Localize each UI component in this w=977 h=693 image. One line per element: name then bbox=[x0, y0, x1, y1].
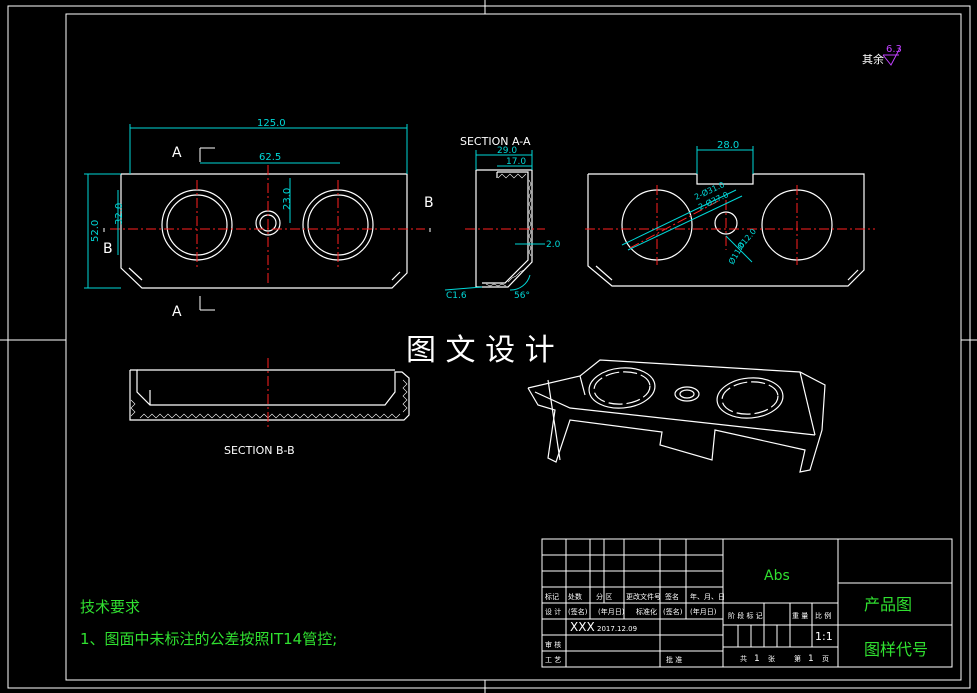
tb-scale-header: 比 例 bbox=[815, 611, 831, 620]
tb-page-unit: 页 bbox=[822, 655, 829, 663]
roughness-symbol: 其余 6.3 bbox=[862, 44, 902, 66]
tb-review: 审 核 bbox=[545, 640, 561, 649]
tb-product: 产品图 bbox=[864, 595, 912, 614]
tb-drawing-code: 图样代号 bbox=[864, 640, 928, 659]
tb-standard-date: (年月日) bbox=[690, 607, 717, 616]
tb-stage-header: 阶 段 标 记 bbox=[728, 611, 763, 620]
front-view: 125.0 62.5 52.0 32.0 23.0 A A B B bbox=[84, 118, 434, 320]
section-bb: SECTION B-B bbox=[129, 358, 410, 457]
roughness-label: 其余 bbox=[862, 52, 884, 66]
tb-hdr-count: 处数 bbox=[568, 592, 582, 601]
dim-front-inner: 32.0 bbox=[114, 203, 125, 225]
tb-sheet-no: 1 bbox=[808, 654, 814, 664]
tb-design-date: (年月日) bbox=[598, 607, 625, 616]
section-bb-title: SECTION B-B bbox=[224, 444, 295, 457]
notes-heading: 技术要求 bbox=[80, 598, 140, 616]
tb-weight-header: 重 量 bbox=[792, 612, 808, 620]
tb-standard-sign: (签名) bbox=[663, 607, 683, 616]
dim-aa-top1: 29.0 bbox=[497, 146, 517, 156]
label-b-left: B bbox=[103, 241, 113, 257]
section-aa: SECTION A-A 29.0 17.0 2.0 C1.6 56° bbox=[444, 135, 561, 301]
tb-scale: 1:1 bbox=[815, 630, 833, 643]
roughness-value: 6.3 bbox=[886, 44, 902, 55]
dim-aa-side: 2.0 bbox=[546, 240, 561, 250]
title-block: Abs 产品图 图样代号 标记 处数 分 区 更改文件号 签名 年、月、日 设 … bbox=[541, 538, 953, 668]
tb-hdr-date: 年、月、日 bbox=[690, 592, 725, 601]
tb-total-sheets: 1 bbox=[754, 654, 760, 664]
tb-material: Abs bbox=[764, 568, 790, 584]
watermark-text: 图 文 设 计 bbox=[406, 333, 555, 368]
tb-total-label: 共 bbox=[740, 654, 747, 663]
tb-hdr-mark: 标记 bbox=[545, 592, 559, 601]
tb-standard-label: 标准化 bbox=[636, 607, 657, 616]
dim-front-height: 52.0 bbox=[90, 220, 101, 242]
tb-hdr-change: 更改文件号 bbox=[626, 592, 661, 601]
tb-date: 2017.12.09 bbox=[597, 625, 637, 633]
dim-aa-top2: 17.0 bbox=[506, 157, 526, 167]
section-aa-title: SECTION A-A bbox=[460, 135, 531, 148]
dim-front-center: 23.0 bbox=[282, 188, 293, 210]
dim-aa-radius: C1.6 bbox=[446, 291, 467, 301]
tb-hdr-zone: 分 区 bbox=[596, 592, 612, 601]
tb-sheet-label: 第 bbox=[794, 654, 801, 663]
technical-notes: 技术要求 1、图面中未标注的公差按照IT14管控; bbox=[80, 598, 337, 648]
tb-hdr-sign: 签名 bbox=[665, 592, 679, 601]
label-a-bottom: A bbox=[172, 304, 182, 320]
dim-front-holes: 62.5 bbox=[259, 152, 281, 163]
dim-aa-angle: 56° bbox=[514, 291, 530, 301]
tb-sheet-unit: 张 bbox=[768, 654, 775, 663]
notes-line1: 1、图面中未标注的公差按照IT14管控; bbox=[80, 630, 337, 648]
tb-approve: 批 准 bbox=[666, 655, 682, 664]
right-view: 28.0 2-Ø31.0 2-Ø37.0 Ø12.0 Ø11.0 bbox=[585, 140, 875, 287]
dim-front-width: 125.0 bbox=[257, 118, 286, 129]
dim-right-notch: 28.0 bbox=[717, 140, 739, 151]
tb-designer: XXX bbox=[570, 620, 595, 634]
tb-design-sign: (签名) bbox=[568, 607, 588, 616]
label-a-top: A bbox=[172, 145, 182, 161]
tb-process: 工 艺 bbox=[545, 656, 561, 664]
isometric-view bbox=[527, 359, 826, 473]
tb-design-label: 设 计 bbox=[545, 607, 561, 616]
label-b-right: B bbox=[424, 195, 434, 211]
